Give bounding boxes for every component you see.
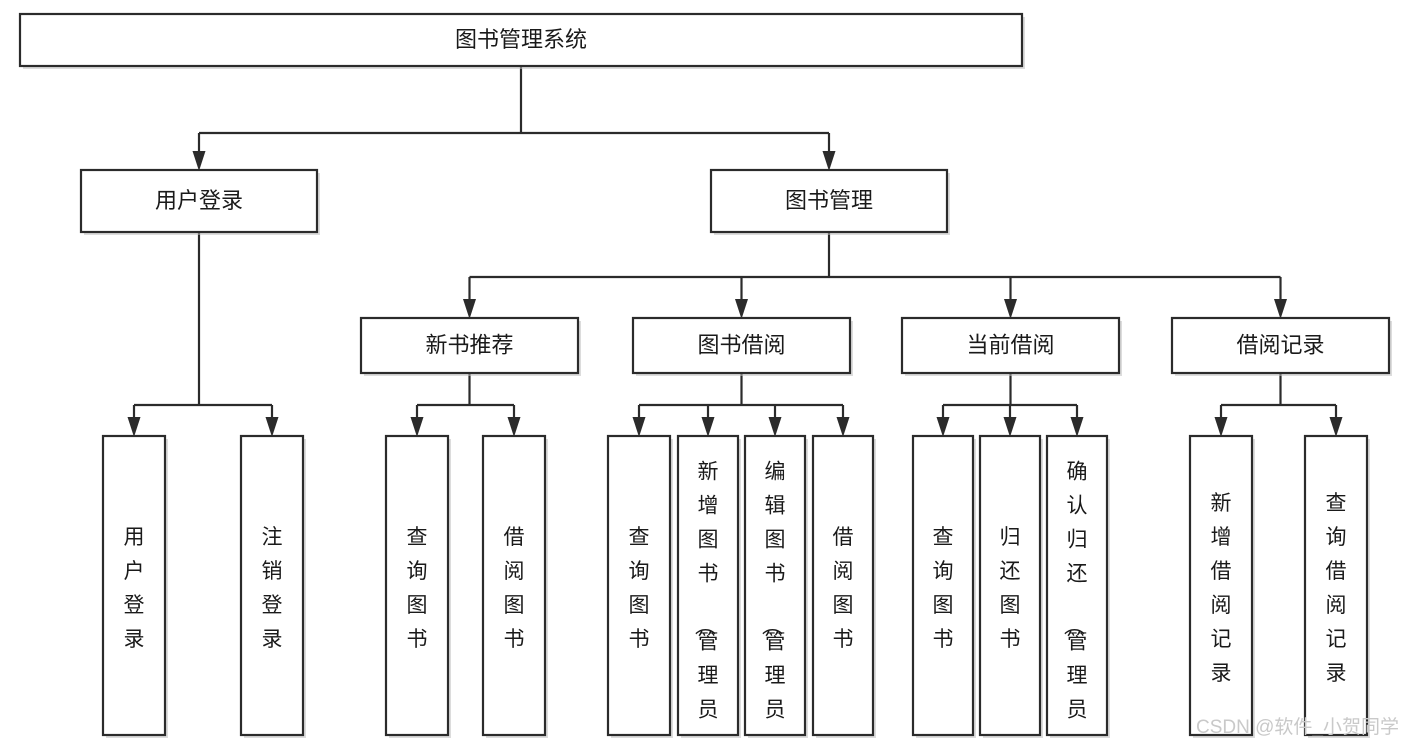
node-label: 图书管理系统: [455, 27, 587, 52]
node-box[interactable]: [606, 434, 672, 737]
node-label: 归还图书: [1000, 526, 1021, 651]
arrow-head-icon: [1003, 417, 1017, 437]
node-label: 查询图书: [933, 526, 954, 651]
node-label: 查询借阅记录: [1326, 492, 1347, 685]
node-box[interactable]: [101, 434, 167, 737]
arrow-head-icon: [507, 417, 521, 437]
node-box[interactable]: [79, 168, 319, 234]
arrow-head-icon: [768, 417, 782, 437]
node-label: 编辑图书（管理员）: [760, 460, 786, 747]
arrow-head-icon: [1070, 417, 1084, 437]
node-leaf-query-book-rec[interactable]: 查询图书: [384, 434, 451, 738]
arrow-head-icon: [127, 417, 141, 437]
node-label: 图书借阅: [697, 332, 785, 357]
node-leaf-query-book-cur[interactable]: 查询图书: [911, 434, 976, 738]
node-box[interactable]: [900, 316, 1121, 375]
node-leaf-query-record[interactable]: 查询借阅记录: [1303, 434, 1370, 738]
node-box[interactable]: [359, 316, 580, 375]
node-label: 注销登录: [262, 526, 283, 651]
arrow-head-icon: [632, 417, 646, 437]
connector-layer: [127, 66, 1343, 437]
arrow-head-icon: [822, 151, 836, 171]
node-box[interactable]: [631, 316, 852, 375]
node-box[interactable]: [978, 434, 1042, 737]
node-box[interactable]: [18, 12, 1024, 68]
node-new-book-rec[interactable]: 新书推荐: [359, 316, 581, 376]
node-leaf-borrow-book[interactable]: 借阅图书: [811, 434, 876, 738]
arrow-head-icon: [265, 417, 279, 437]
node-leaf-logout[interactable]: 注销登录: [239, 434, 306, 738]
node-label: 查询图书: [629, 526, 650, 651]
node-box[interactable]: [1170, 316, 1391, 375]
edge-group-current-borrow: [936, 373, 1084, 437]
arrow-head-icon: [463, 299, 476, 319]
node-box[interactable]: [1303, 434, 1369, 737]
node-box[interactable]: [811, 434, 875, 737]
node-box[interactable]: [911, 434, 975, 737]
node-user-login[interactable]: 用户登录: [79, 168, 320, 235]
node-book-borrow[interactable]: 图书借阅: [631, 316, 853, 376]
node-leaf-borrow-book-rec[interactable]: 借阅图书: [481, 434, 548, 738]
node-box[interactable]: [239, 434, 305, 737]
node-borrow-record[interactable]: 借阅记录: [1170, 316, 1392, 376]
edge-group-borrow-record: [1214, 373, 1343, 437]
node-label: 确认归还（管理员）: [1062, 460, 1088, 747]
node-box[interactable]: [384, 434, 450, 737]
node-box[interactable]: [481, 434, 547, 737]
node-box[interactable]: [676, 434, 740, 737]
edge-group-user-login: [127, 232, 279, 437]
node-leaf-confirm-return[interactable]: 确认归还（管理员）: [1045, 434, 1110, 747]
node-label: 借阅图书: [504, 526, 525, 651]
node-leaf-user-login[interactable]: 用户登录: [101, 434, 168, 738]
node-label: 用户登录: [155, 188, 243, 213]
arrow-head-icon: [936, 417, 950, 437]
arrow-head-icon: [836, 417, 850, 437]
node-leaf-add-record[interactable]: 新增借阅记录: [1188, 434, 1255, 738]
node-label: 借阅图书: [833, 526, 854, 651]
node-box[interactable]: [1188, 434, 1254, 737]
arrow-head-icon: [192, 151, 206, 171]
arrow-head-icon: [1004, 299, 1017, 319]
node-label: 图书管理: [785, 188, 873, 213]
node-label: 新增借阅记录: [1211, 492, 1232, 685]
node-current-borrow[interactable]: 当前借阅: [900, 316, 1122, 376]
node-leaf-edit-book[interactable]: 编辑图书（管理员）: [743, 434, 808, 747]
node-label: 新增图书（管理员）: [693, 460, 719, 747]
arrow-head-icon: [410, 417, 424, 437]
arrow-head-icon: [1214, 417, 1228, 437]
edge-group-new-book-rec: [410, 373, 521, 437]
node-box[interactable]: [743, 434, 807, 737]
node-label: 借阅记录: [1236, 332, 1324, 357]
csdn-watermark: CSDN @软件_小贺同学: [1196, 716, 1399, 738]
node-book-manage[interactable]: 图书管理: [709, 168, 950, 235]
edge-group-book-borrow: [632, 373, 850, 437]
arrow-head-icon: [1329, 417, 1343, 437]
arrow-head-icon: [701, 417, 715, 437]
node-leaf-return-book[interactable]: 归还图书: [978, 434, 1043, 738]
node-leaf-add-book[interactable]: 新增图书（管理员）: [676, 434, 741, 747]
node-label: 当前借阅: [966, 332, 1054, 357]
edge-group-book-manage: [463, 232, 1287, 319]
node-label: 用户登录: [124, 526, 145, 651]
node-box[interactable]: [709, 168, 949, 234]
node-box[interactable]: [1045, 434, 1109, 737]
arrow-head-icon: [1274, 299, 1287, 319]
node-label: 查询图书: [407, 526, 428, 651]
edge-group-root: [192, 66, 836, 171]
arrow-head-icon: [735, 299, 748, 319]
node-label: 新书推荐: [425, 332, 513, 357]
node-root[interactable]: 图书管理系统: [18, 12, 1025, 69]
node-leaf-query-book-borrow[interactable]: 查询图书: [606, 434, 673, 738]
node-layer: 图书管理系统用户登录图书管理新书推荐图书借阅当前借阅借阅记录用户登录注销登录查询…: [18, 12, 1392, 747]
